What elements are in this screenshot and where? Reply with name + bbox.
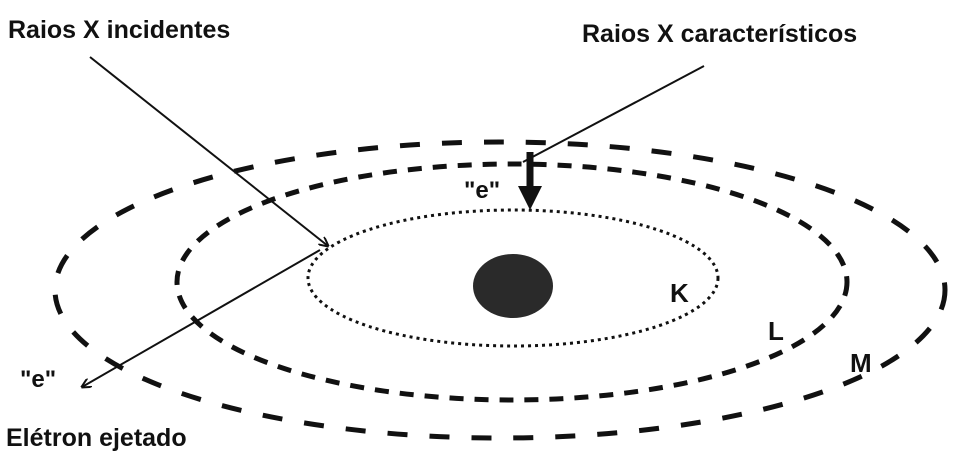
characteristic-xray-line (522, 65, 705, 163)
shell-k-orbit (306, 208, 720, 348)
shell-m-label: M (850, 348, 872, 378)
shell-m-orbit (52, 139, 948, 441)
ejected-electron-label: Elétron ejetado (6, 424, 187, 452)
shell-l-orbit (174, 161, 850, 403)
shell-k-label: K (670, 278, 689, 308)
shell-l-label: L (768, 316, 784, 346)
ejected-electron-arrow (82, 249, 321, 387)
nucleus (473, 254, 553, 318)
electron-transition-arrow-head (518, 186, 542, 210)
electron-label-bottom: "e" (20, 366, 56, 393)
incident-xray-arrow (89, 56, 328, 246)
characteristic-xray-label: Raios X característicos (582, 20, 857, 48)
incident-xray-label: Raios X incidentes (8, 16, 230, 44)
electron-label-top: "e" (464, 177, 500, 204)
